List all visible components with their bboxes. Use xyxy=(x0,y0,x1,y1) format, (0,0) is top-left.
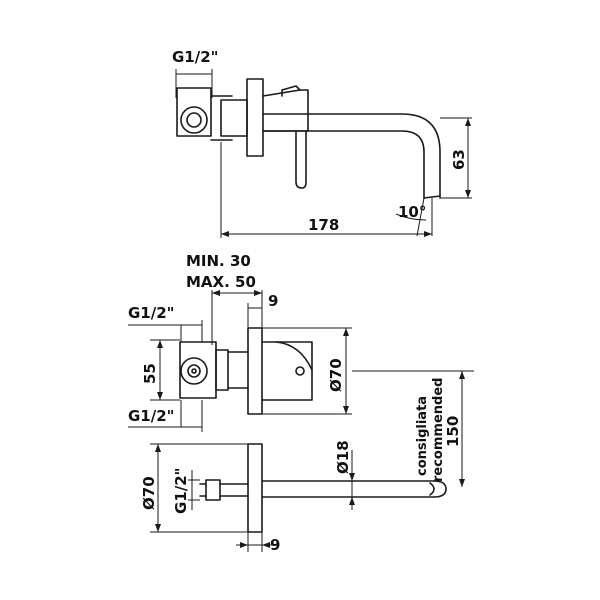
front-depth-arrow-left xyxy=(212,290,220,296)
side-lever xyxy=(295,130,307,189)
side-length-arrow-left xyxy=(221,231,229,237)
front-rec-arrow-bottom xyxy=(459,479,465,487)
side-view: G1/2" 63 10° xyxy=(172,48,472,238)
spout-fitting xyxy=(205,479,221,501)
front-depth-max-label: MAX. 50 xyxy=(186,273,256,291)
spout-plate-diameter-label: Ø70 xyxy=(140,476,158,510)
side-height-label: 63 xyxy=(450,149,468,170)
front-plate-diameter-arrow-top xyxy=(343,328,349,336)
front-inlet-hole xyxy=(187,364,201,378)
side-inlet-block xyxy=(176,87,212,137)
side-length-arrow-right xyxy=(424,231,432,237)
spout-plate-arrow-bottom xyxy=(155,524,161,532)
side-angle-label: 10° xyxy=(398,203,426,221)
spout-view: Ø70 G1/2" Ø18 9 xyxy=(140,440,447,554)
front-inlet-center xyxy=(191,368,197,374)
spout-plate-thickness-arrow-right xyxy=(262,542,270,548)
side-spout-bottom xyxy=(262,130,425,199)
front-handle-knob xyxy=(295,366,305,376)
front-rec-it-label: consigliata xyxy=(415,396,430,476)
front-body-height-label: 55 xyxy=(141,363,159,384)
front-rec-en-label: recommended xyxy=(431,378,446,482)
side-inlet-hole xyxy=(186,112,202,128)
side-handle-top xyxy=(281,85,301,97)
front-depth-min-label: MIN. 30 xyxy=(186,252,251,270)
front-thread-top-label: G1/2" xyxy=(128,304,174,322)
front-cartridge xyxy=(215,349,229,391)
front-body-arrow-bottom xyxy=(157,392,163,400)
side-angle-line-1 xyxy=(416,197,425,237)
side-spout-top xyxy=(262,113,441,199)
front-body-arrow-top xyxy=(157,340,163,348)
front-inlet-ring xyxy=(180,357,208,385)
front-wall-plate xyxy=(247,327,263,415)
front-thread-bottom-label: G1/2" xyxy=(128,407,174,425)
side-height-arrow-top xyxy=(465,118,471,126)
front-handle xyxy=(261,341,313,401)
front-handle-curve xyxy=(275,341,313,371)
spout-tube-end xyxy=(433,480,447,498)
spout-diameter-arrow-top xyxy=(349,473,355,481)
spout-wall-plate xyxy=(247,443,263,533)
side-inlet-ring xyxy=(180,106,208,134)
side-wall-plate xyxy=(246,78,264,157)
side-thread-label: G1/2" xyxy=(172,48,218,66)
spout-plate-thickness-label: 9 xyxy=(270,536,280,554)
side-body xyxy=(220,99,248,137)
side-spout-outlet xyxy=(423,195,441,199)
front-rec-distance-label: 150 xyxy=(444,416,462,447)
side-height-arrow-bottom xyxy=(465,190,471,198)
front-rec-arrow-top xyxy=(459,371,465,379)
spout-plate-arrow-top xyxy=(155,444,161,452)
spout-thread-label: G1/2" xyxy=(172,468,190,514)
side-angle-arc xyxy=(395,213,427,221)
front-depth-arrow-right xyxy=(254,290,262,296)
spout-diameter-label: Ø18 xyxy=(334,440,352,474)
side-length-label: 178 xyxy=(308,216,339,234)
front-plate-diameter-arrow-bottom xyxy=(343,406,349,414)
front-plate-diameter-label: Ø70 xyxy=(327,358,345,392)
side-handle-body xyxy=(262,89,309,132)
front-mixer-body xyxy=(179,341,217,399)
front-view: MIN. 30 MAX. 50 9 G1/2" 55 xyxy=(128,252,474,487)
spout-diameter-arrow-bottom xyxy=(349,497,355,505)
spout-tube-outlet xyxy=(429,482,435,496)
front-plate-thickness-label: 9 xyxy=(268,292,278,310)
spout-plate-thickness-arrow-left xyxy=(240,542,248,548)
